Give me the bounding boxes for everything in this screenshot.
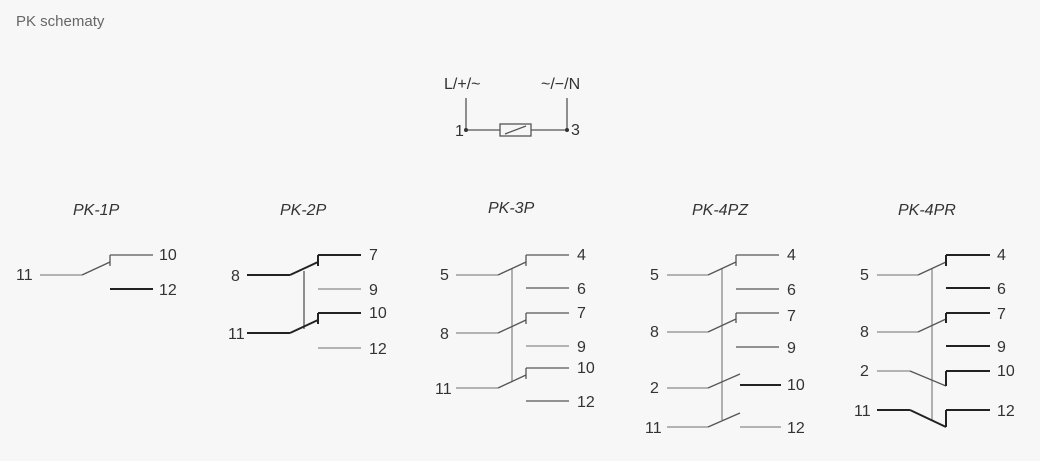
terminal-label: 7 [577, 305, 586, 322]
relay-title: PK-1P [73, 202, 120, 219]
terminal-label: 4 [997, 247, 1006, 264]
terminal-label: 9 [577, 339, 586, 356]
terminal-label: 8 [650, 324, 659, 341]
terminal-label: 4 [577, 247, 586, 264]
switch-blade [497, 261, 527, 276]
terminal-label: 11 [16, 267, 33, 284]
coil-terminal-dot-right [565, 128, 569, 132]
terminal-label: 12 [577, 394, 595, 411]
terminal-label: 10 [159, 247, 177, 264]
switch-blade [909, 370, 947, 387]
terminal-label: 11 [854, 403, 871, 420]
terminal-label: 6 [787, 282, 796, 299]
terminal-label: 8 [860, 324, 869, 341]
relay-pk-4pz: PK-4PZ 5 4 6 8 7 9 2 10 11 12 [645, 202, 805, 437]
switch-blade [707, 261, 737, 276]
terminal-label: 5 [860, 267, 869, 284]
terminal-label: 12 [997, 403, 1015, 420]
terminal-label: 8 [440, 326, 449, 343]
switch-blade [497, 374, 527, 389]
relay-pk-4pr: PK-4PR 5 4 6 8 7 9 2 10 11 12 [854, 202, 1015, 428]
terminal-label: 12 [787, 420, 805, 437]
terminal-label: 10 [997, 363, 1015, 380]
switch-blade [707, 412, 741, 428]
relay-title: PK-4PZ [692, 202, 749, 219]
coil-symbol [499, 123, 532, 137]
coil-symbol-mark [504, 125, 527, 135]
terminal-label: 11 [228, 326, 245, 343]
switch-blade [497, 319, 527, 334]
terminal-label: 10 [577, 360, 595, 377]
terminal-label: 2 [650, 380, 659, 397]
terminal-label: 5 [650, 267, 659, 284]
terminal-label: 10 [787, 377, 805, 394]
coil-supply-right-label: ~/−/N [541, 76, 580, 93]
coil-terminal-3: 3 [571, 122, 580, 139]
switch-blade [707, 318, 737, 333]
relay-pk-3p: PK-3P 5 4 6 8 7 9 11 10 12 [435, 200, 595, 411]
switch-blade [917, 318, 947, 333]
coil-terminal-1: 1 [455, 123, 464, 140]
terminal-label: 9 [369, 282, 378, 299]
terminal-label: 11 [645, 420, 662, 437]
switch-blade [917, 261, 947, 276]
terminal-label: 12 [159, 282, 177, 299]
coil-supply-left-label: L/+/~ [444, 76, 480, 93]
relay-pk-1p: PK-1P 11 10 12 [16, 202, 177, 299]
terminal-label: 8 [231, 268, 240, 285]
relay-title: PK-3P [488, 200, 535, 217]
relay-title: PK-2P [280, 202, 327, 219]
terminal-label: 4 [787, 247, 796, 264]
coil-diagram: L/+/~ ~/−/N 1 3 [444, 76, 580, 140]
switch-blade [289, 261, 319, 276]
relay-pk-2p: PK-2P 8 7 9 11 10 12 [228, 202, 387, 358]
switch-blade [81, 261, 111, 276]
terminal-label: 12 [369, 341, 387, 358]
switch-blade [289, 319, 319, 334]
switch-blade [707, 373, 741, 389]
terminal-label: 9 [787, 340, 796, 357]
terminal-label: 7 [369, 247, 378, 264]
terminal-label: 7 [787, 308, 796, 325]
relay-title: PK-4PR [898, 202, 956, 219]
terminal-label: 7 [997, 306, 1006, 323]
terminal-label: 5 [440, 267, 449, 284]
terminal-label: 10 [369, 305, 387, 322]
terminal-label: 9 [997, 339, 1006, 356]
terminal-label: 6 [997, 281, 1006, 298]
page-title: PK schematy [16, 13, 105, 30]
terminal-label: 6 [577, 281, 586, 298]
terminal-label: 2 [860, 363, 869, 380]
switch-blade [909, 409, 947, 428]
terminal-label: 11 [435, 381, 452, 398]
coil-terminal-dot-left [464, 128, 468, 132]
